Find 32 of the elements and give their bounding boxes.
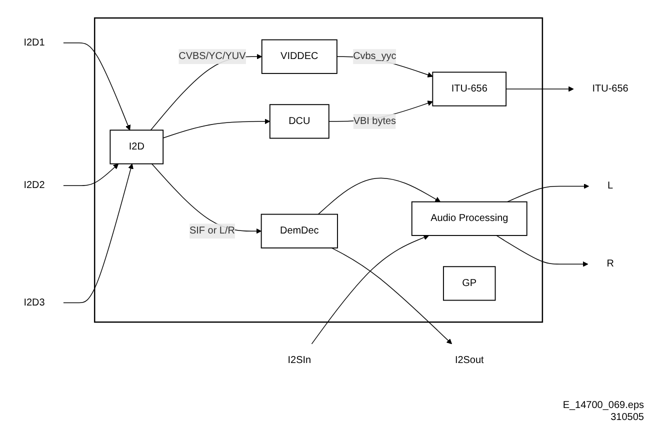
cluster (94, 18, 544, 323)
edge-label: CVBS/YC/YUV (178, 51, 246, 62)
node-text: I2Sout (454, 355, 484, 366)
arrow (63, 164, 134, 304)
arrow (331, 248, 452, 344)
node-box: DCU (269, 104, 330, 139)
node-box: DemDec (260, 214, 338, 249)
node-box: GP (443, 266, 496, 301)
node-box: VIDDEC (261, 40, 338, 74)
node-text: I2SIn (288, 355, 312, 366)
arrow (63, 42, 131, 131)
arrow (496, 235, 588, 268)
node-text: I2D3 (24, 297, 45, 308)
node-text: I2D2 (24, 180, 45, 191)
node-text: I2D1 (24, 38, 45, 48)
arrow (162, 118, 270, 139)
arrow (506, 86, 574, 92)
node-text: L (608, 180, 614, 192)
arrow (506, 184, 590, 202)
arrow (311, 235, 430, 344)
node-text: ITU-656 (592, 84, 628, 94)
arrow (318, 178, 441, 215)
arrow (63, 164, 119, 186)
edge-label: Cvbs_yyc (353, 51, 396, 62)
edge-label: VBI bytes (353, 116, 396, 127)
file-note: E_14700_069.eps (562, 400, 644, 412)
edge-label: SIF or L/R (189, 226, 235, 236)
node-box: Audio Processing (411, 202, 528, 236)
file-note: 310505 (610, 412, 644, 424)
node-box: I2D (110, 130, 164, 164)
node-text: R (606, 258, 614, 270)
node-box: ITU-656 (432, 72, 507, 107)
